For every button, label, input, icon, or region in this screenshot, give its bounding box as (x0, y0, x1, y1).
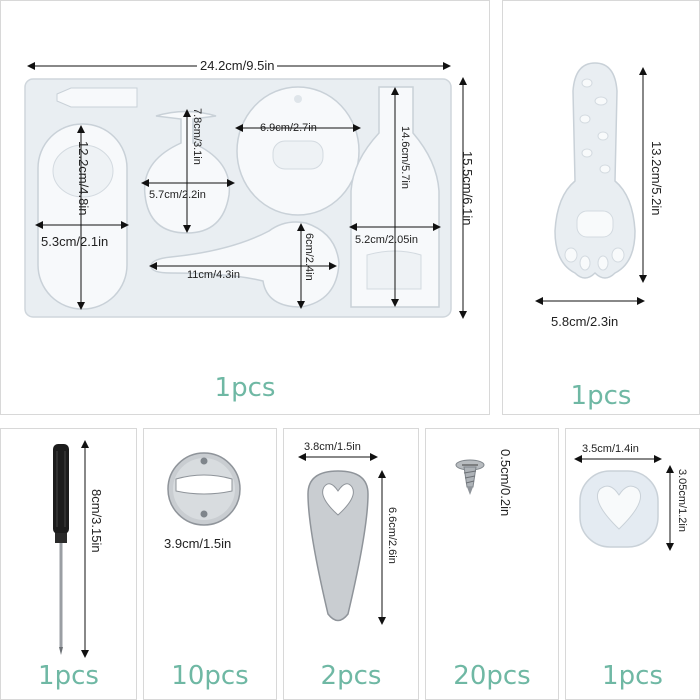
total-width-label: 24.2cm/9.5in (197, 58, 278, 73)
small-mold-quantity: 1pcs (602, 661, 663, 691)
opener-height-label: 6cm/2.4in (303, 233, 315, 281)
heart-opener-quantity: 2pcs (320, 661, 382, 691)
screw-length-label: 0.5cm/0.2in (498, 449, 513, 517)
small-mold-width-label: 3.5cm/1.4in (582, 443, 639, 455)
paw-mold-panel: 13.2cm/5.2in 5.8cm/2.3in 1pcs (502, 0, 700, 415)
small-mold-panel: 3.5cm/1.4in 3.05cm/1.2in 1pcs (565, 428, 700, 700)
main-mold-panel: 24.2cm/9.5in 15.5cm/6.1in 12.2cm/4.8in 5… (0, 0, 490, 415)
paw-height-label: 13.2cm/5.2in (649, 141, 664, 216)
main-mold-quantity: 1pcs (214, 373, 276, 403)
paw-mold-quantity: 1pcs (570, 381, 632, 411)
pill-width-label: 5.3cm/2.1in (41, 234, 109, 249)
small-mold-height-label: 3.05cm/1.2in (676, 469, 688, 532)
pill-height-label: 12.2cm/4.8in (76, 141, 91, 216)
screw-icon (455, 459, 485, 495)
bottle-width-label: 5.2cm/2.05in (355, 234, 418, 246)
screw-panel: 0.5cm/0.2in 20pcs (425, 428, 559, 700)
heart-opener-panel: 3.8cm/1.5in 6.6cm/2.6in 2pcs (283, 428, 419, 700)
mold-tray-icon (24, 62, 467, 319)
paw-width-label: 5.8cm/2.3in (551, 314, 619, 329)
round-width-label: 6.9cm/2.7in (260, 122, 317, 134)
bottle-height-label: 14.6cm/5.7in (399, 126, 411, 189)
heart-opener-icon (298, 453, 386, 625)
opener-width-label: 11cm/4.3in (187, 269, 240, 281)
small-mold-icon (574, 455, 674, 551)
screwdriver-icon (53, 440, 89, 658)
heart-width-label: 3.8cm/1.5in (304, 441, 361, 453)
screwdriver-quantity: 1pcs (38, 661, 99, 691)
screwdriver-length-label: 8cm/3.15in (89, 489, 104, 553)
glass-width-label: 5.7cm/2.2in (149, 189, 206, 201)
heart-length-label: 6.6cm/2.6in (386, 507, 398, 564)
screwdriver-panel: 8cm/3.15in 1pcs (0, 428, 137, 700)
screw-quantity: 20pcs (453, 661, 531, 691)
glass-height-label: 7.8cm/3.1in (191, 108, 203, 165)
bottle-opener-insert-icon (167, 452, 241, 526)
round-insert-panel: 3.9cm/1.5in 10pcs (143, 428, 277, 700)
insert-diameter-label: 3.9cm/1.5in (164, 536, 232, 551)
total-height-label: 15.5cm/6.1in (460, 151, 475, 226)
paw-mold-icon (535, 62, 647, 305)
round-insert-quantity: 10pcs (171, 661, 249, 691)
